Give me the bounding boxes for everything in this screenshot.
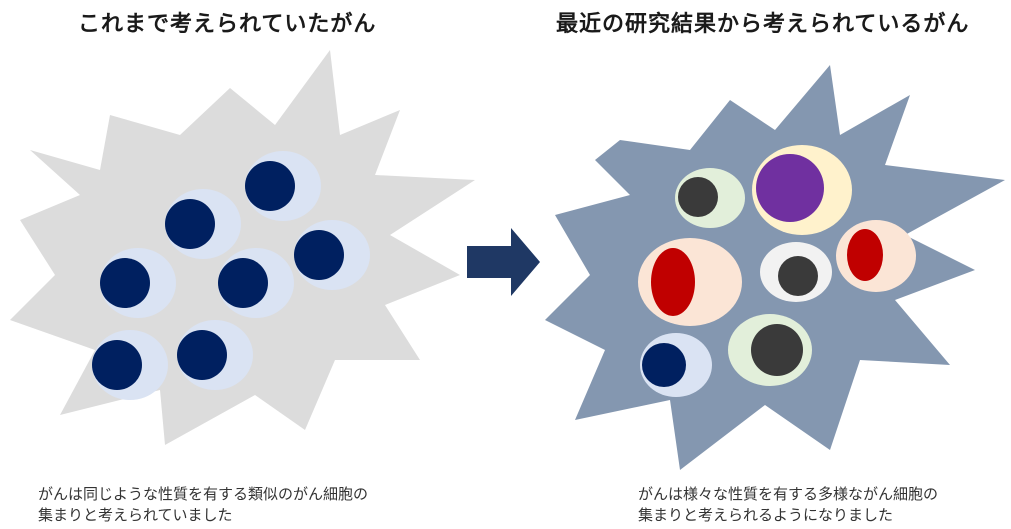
uniform-cell (245, 151, 321, 221)
right-caption-line: 集まりと考えられるようになりました (638, 506, 894, 524)
right-arrow-icon (467, 228, 540, 296)
left-panel-caption: がんは同じような性質を有する類似のがん細胞の 集まりと考えられていました (38, 484, 368, 526)
uniform-cell (100, 248, 176, 318)
diverse-cell (638, 238, 742, 326)
left-tumor-shape (10, 50, 475, 445)
left-cell-group (92, 151, 370, 400)
diverse-cell (752, 145, 852, 235)
right-panel-title: 最近の研究結果から考えられているがん (556, 12, 970, 37)
diverse-cell (728, 314, 812, 386)
uniform-cell (294, 220, 370, 290)
right-cell-group (638, 145, 916, 397)
diverse-cell (675, 168, 745, 228)
uniform-cell (218, 248, 294, 318)
left-panel-title: これまで考えられていたがん (78, 12, 377, 37)
diverse-cell (640, 333, 712, 397)
right-panel-caption: がんは様々な性質を有する多様ながん細胞の 集まりと考えられるようになりました (638, 484, 938, 526)
uniform-cell (177, 320, 253, 390)
left-caption-line: 集まりと考えられていました (38, 506, 233, 524)
uniform-cell (165, 189, 241, 259)
uniform-cell (92, 330, 168, 400)
right-caption-line: がんは様々な性質を有する多様ながん細胞の (638, 485, 939, 503)
diverse-cell (836, 220, 916, 292)
left-caption-line: がんは同じような性質を有する類似のがん細胞の (38, 485, 369, 503)
diverse-cell (760, 242, 832, 302)
